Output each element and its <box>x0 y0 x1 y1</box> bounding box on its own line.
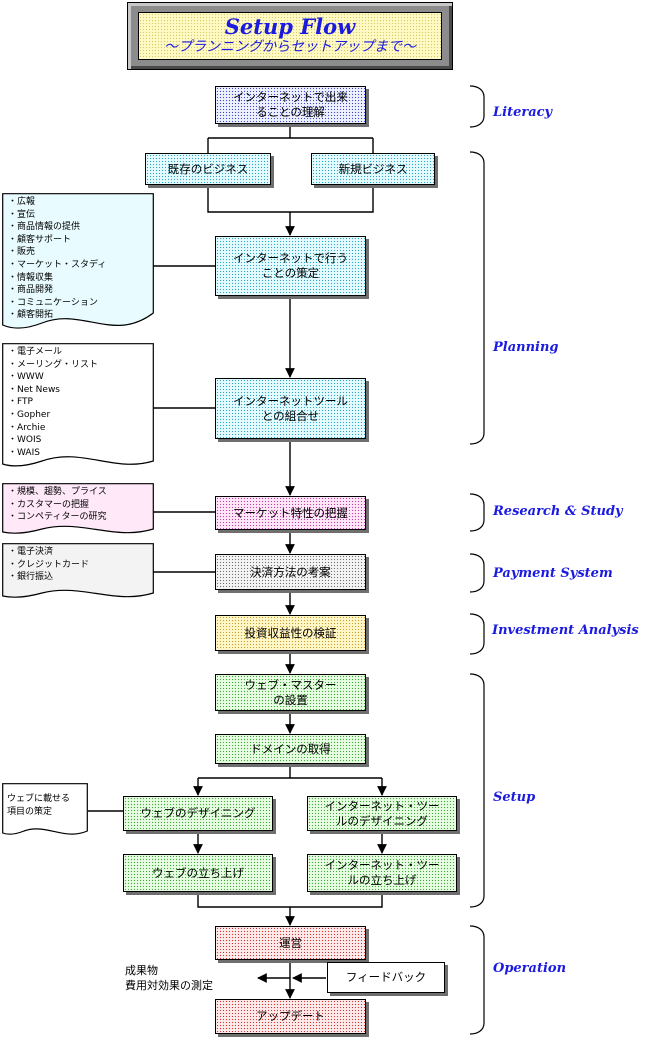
box-update: アップデート <box>215 999 366 1034</box>
box-new-business-label: 新規ビジネス <box>338 161 408 176</box>
box-investment-label: 投資収益性の検証 <box>244 625 337 640</box>
box-update-label: アップデート <box>256 1009 325 1023</box>
box-web-design: ウェブのデザイニング <box>123 796 273 831</box>
note-web-content-line1: ウェブに載せる <box>7 794 71 804</box>
title-panel: Setup Flow ～プランニングからセットアップまで～ <box>138 12 442 60</box>
box-tools-line1: インターネットツール <box>233 393 348 408</box>
bracket-planning <box>469 151 485 445</box>
box-webmaster-line2: の設置 <box>273 692 308 707</box>
bracket-literacy <box>469 85 485 128</box>
box-existing-business-label: 既存のビジネス <box>167 161 249 176</box>
box-web-design-label: ウェブのデザイニング <box>140 806 256 820</box>
box-tool-design-line2: ルのデザイニング <box>336 813 428 828</box>
note-tools-item: WWW <box>8 371 98 384</box>
box-tools-line2: との組合せ <box>261 408 320 423</box>
box-planning-line1: インターネットで行う <box>233 251 348 265</box>
bracket-payment <box>469 553 485 593</box>
bracket-research <box>469 493 485 532</box>
note-tools-item: WAIS <box>8 447 98 460</box>
note-web-content-line2: 項目の策定 <box>7 807 53 817</box>
phase-research: Research & Study <box>493 504 623 519</box>
note-tools-item: Archie <box>8 422 98 435</box>
note-payment: 電子決済 クレジットカード 銀行振込 <box>2 543 154 603</box>
box-feedback-label: フィードバック <box>345 970 427 984</box>
note-planning-item: コミュニケーション <box>8 297 106 310</box>
note-planning-item: 顧客開拓 <box>8 309 106 322</box>
note-planning-item: 顧客サポート <box>8 234 106 247</box>
box-webmaster: ウェブ・マスターの設置 <box>215 674 366 711</box>
box-tool-launch-line1: インターネット・ツー <box>324 858 440 872</box>
note-payment-item: クレジットカード <box>8 559 89 572</box>
box-market: マーケット特性の把握 <box>215 496 366 530</box>
box-webmaster-line1: ウェブ・マスター <box>244 677 337 692</box>
note-tools-item: Net News <box>8 384 98 397</box>
box-new-business: 新規ビジネス <box>311 153 435 185</box>
bracket-investment <box>469 613 485 655</box>
box-tool-design-line1: インターネット・ツー <box>324 798 440 813</box>
note-planning-item: 商品開発 <box>8 284 106 297</box>
note-tools-item: FTP <box>8 396 98 409</box>
diagram-subtitle: ～プランニングからセットアップまで～ <box>164 39 416 55</box>
note-planning-item: 広報 <box>8 196 106 209</box>
box-planning-line2: ことの策定 <box>261 266 320 280</box>
box-literacy: インターネットで出来ることの理解 <box>215 86 366 124</box>
box-literacy-line1: インターネットで出来 <box>233 90 348 104</box>
outcome-line1: 成果物 <box>125 964 158 977</box>
note-planning-item: 情報収集 <box>8 272 106 285</box>
note-tools-item: Gopher <box>8 409 98 422</box>
box-feedback: フィードバック <box>327 962 445 993</box>
phase-operation: Operation <box>493 961 567 976</box>
box-domain-label: ドメインの取得 <box>250 741 331 756</box>
note-planning: 広報 宣伝 商品情報の提供 顧客サポート 販売 マーケット・スタディ 情報収集 … <box>2 193 154 339</box>
box-domain: ドメインの取得 <box>215 734 366 764</box>
box-web-launch-label: ウェブの立ち上げ <box>152 865 244 880</box>
note-market-item: カスタマーの把握 <box>8 499 107 512</box>
bracket-setup <box>469 673 485 908</box>
box-operation-label: 運営 <box>279 935 302 950</box>
box-planning: インターネットで行うことの策定 <box>215 236 366 296</box>
box-literacy-line2: ることの理解 <box>256 105 325 119</box>
title-plaque: Setup Flow ～プランニングからセットアップまで～ <box>127 2 453 70</box>
box-existing-business: 既存のビジネス <box>145 153 271 185</box>
box-web-launch: ウェブの立ち上げ <box>123 854 273 892</box>
note-web-content: ウェブに載せる 項目の策定 <box>2 783 88 839</box>
box-tools: インターネットツールとの組合せ <box>215 378 366 439</box>
box-tool-design: インターネット・ツールのデザイニング <box>307 796 457 831</box>
phase-literacy: Literacy <box>493 105 553 120</box>
box-payment-label: 決済方法の考案 <box>250 564 331 579</box>
outcome-text: 成果物 費用対効果の測定 <box>125 963 213 993</box>
phase-setup: Setup <box>493 790 536 805</box>
note-planning-item: 販売 <box>8 246 106 259</box>
bracket-operation <box>469 925 485 1035</box>
connector-setup-merge <box>197 892 383 908</box>
note-tools: 電子メール メーリング・リスト WWW Net News FTP Gopher … <box>2 343 154 470</box>
box-market-label: マーケット特性の把握 <box>233 505 348 520</box>
box-investment: 投資収益性の検証 <box>215 615 366 651</box>
note-tools-item: メーリング・リスト <box>8 359 98 372</box>
box-payment: 決済方法の考案 <box>215 554 366 590</box>
note-tools-item: 電子メール <box>8 346 98 359</box>
box-operation: 運営 <box>215 926 366 960</box>
note-payment-item: 銀行振込 <box>8 571 89 584</box>
box-tool-launch-line2: ルの立ち上げ <box>347 873 417 887</box>
note-payment-item: 電子決済 <box>8 546 89 559</box>
note-planning-item: 宣伝 <box>8 209 106 222</box>
outcome-line2: 費用対効果の測定 <box>125 979 213 992</box>
phase-investment: Investment Analysis <box>492 623 639 638</box>
diagram-title: Setup Flow <box>224 14 356 39</box>
note-planning-item: 商品情報の提供 <box>8 221 106 234</box>
phase-payment-system: Payment System <box>493 566 613 581</box>
note-tools-item: WOIS <box>8 434 98 447</box>
note-market: 規模、趨勢、プライス カスタマーの把握 コンペティターの研究 <box>2 483 154 539</box>
phase-planning: Planning <box>493 340 559 355</box>
note-planning-item: マーケット・スタディ <box>8 259 106 272</box>
note-market-item: コンペティターの研究 <box>8 511 107 524</box>
connector-existing-merge <box>207 185 374 213</box>
box-tool-launch: インターネット・ツールの立ち上げ <box>307 854 457 892</box>
note-market-item: 規模、趨勢、プライス <box>8 486 107 499</box>
